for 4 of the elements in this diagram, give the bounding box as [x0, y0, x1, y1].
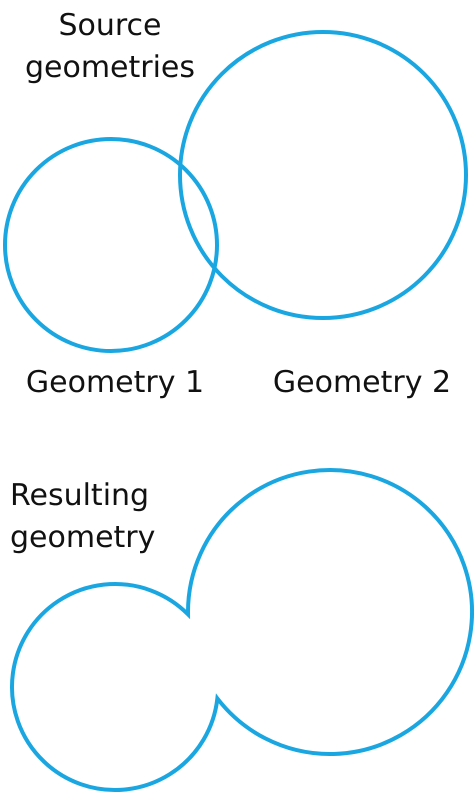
- geometry-label: Geometry 1: [24, 364, 206, 402]
- geometry-label: Resulting geometry: [10, 477, 156, 557]
- section-heading: Source geometries: [24, 7, 196, 87]
- geometry-label: Geometry 2: [272, 364, 452, 402]
